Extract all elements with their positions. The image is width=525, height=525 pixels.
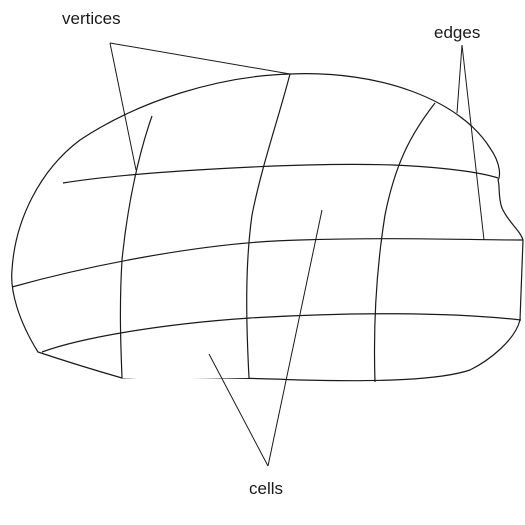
leader-vertices-b [110, 43, 290, 74]
empty-cell-lower [121, 320, 249, 378]
grid-line-horizontal-2 [12, 239, 523, 287]
label-cells: cells [249, 479, 283, 498]
leader-vertices-a [110, 43, 136, 170]
leader-edges-a [462, 45, 484, 240]
leader-cells-b [268, 210, 322, 466]
grid-line-horizontal-3 [42, 314, 521, 352]
grid-line-vertical-3 [374, 103, 435, 382]
label-vertices: vertices [62, 9, 121, 28]
leader-edges-b [457, 45, 462, 113]
label-edges: edges [434, 23, 480, 42]
empty-cell-upper [250, 165, 393, 242]
